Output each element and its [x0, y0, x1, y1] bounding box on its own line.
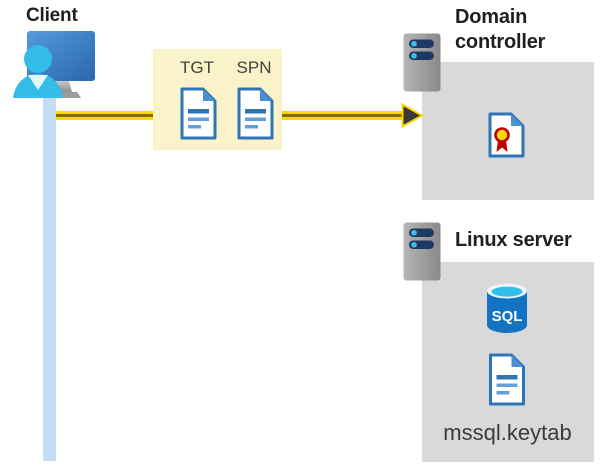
tgt-document-icon [180, 87, 217, 140]
domain-controller-server-icon [403, 33, 441, 92]
keytab-filename-label: mssql.keytab [443, 420, 572, 445]
linux-server-icon [403, 222, 441, 281]
linux-server-label: Linux server [455, 229, 572, 251]
person-head [24, 45, 52, 73]
certificate-icon [488, 112, 525, 158]
auth-arrow-right-segment [282, 111, 403, 120]
spn-label: SPN [236, 58, 272, 77]
spn-document-icon [237, 87, 274, 140]
client-label: Client [26, 5, 78, 26]
person-collar [28, 75, 48, 90]
auth-arrow-left-segment [56, 111, 153, 120]
sql-database-icon: SQL [487, 283, 527, 333]
client-computer-user-icon [13, 31, 95, 98]
keytab-document-icon [489, 353, 525, 406]
auth-arrow-head-icon [401, 103, 424, 128]
tgt-label: TGT [180, 58, 214, 77]
client-lifeline [43, 95, 56, 461]
domain-controller-label: Domain controller [455, 6, 546, 53]
sql-badge-text: SQL [492, 308, 523, 325]
